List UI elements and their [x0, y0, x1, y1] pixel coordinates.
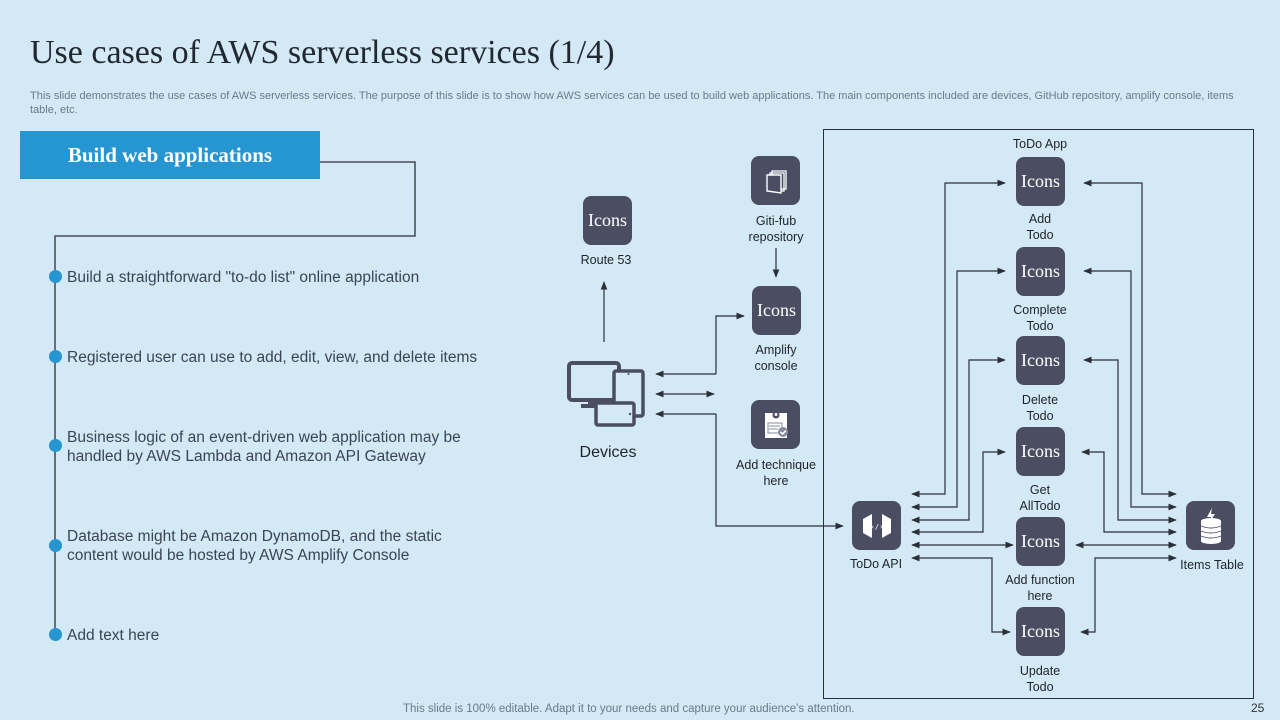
- footer-note: This slide is 100% editable. Adapt it to…: [403, 703, 855, 715]
- todo-api-node: ‹/›: [852, 501, 901, 550]
- complete-todo-label: Complete Todo: [1013, 303, 1067, 333]
- delete-todo-node: Icons: [1016, 336, 1065, 385]
- repository-label: Giti-fub repository: [748, 214, 804, 244]
- arrow-table-complete-todo: [1083, 267, 1177, 511]
- update-todo-label: Update Todo: [1019, 664, 1061, 694]
- items-table-label: Items Table: [1180, 558, 1244, 572]
- arrow-api-delete-todo: [911, 356, 1006, 524]
- technique-label: Add technique here: [736, 458, 816, 488]
- todo-app-frame: [823, 129, 1254, 699]
- arrow-api-complete-todo: [911, 267, 1006, 511]
- amplify-label: Amplify console: [754, 343, 798, 373]
- route53-node: Icons: [583, 196, 632, 245]
- repository-icon: [765, 169, 787, 194]
- bullet-item-2: Registered user can use to add, edit, vi…: [67, 349, 478, 366]
- timeline-line: [54, 161, 416, 636]
- get-all-todo-node: Icons: [1016, 427, 1065, 476]
- arrow-to-todo-api: [715, 414, 844, 530]
- bullet-dot: [49, 439, 62, 452]
- bullet-item-3: Business logic of an event-driven web ap…: [67, 429, 461, 465]
- devices-icon: [567, 361, 645, 427]
- bullet-dot: [49, 350, 62, 363]
- bullet-dot: [49, 539, 62, 552]
- arrow-to-amplify: [715, 312, 745, 374]
- slide-title: Use cases of AWS serverless services (1/…: [30, 34, 615, 71]
- bullet-item-4: Database might be Amazon DynamoDB, and t…: [67, 528, 442, 564]
- clipboard-check-icon: [764, 411, 788, 438]
- repository-node: [751, 156, 800, 205]
- todo-app-title: ToDo App: [1012, 137, 1068, 151]
- items-table-node: [1186, 501, 1235, 550]
- add-function-label: Add function here: [1005, 573, 1075, 603]
- get-all-todo-label: Get AllTodo: [1019, 483, 1061, 513]
- complete-todo-node: Icons: [1016, 247, 1065, 296]
- page-number: 25: [1251, 701, 1265, 715]
- todo-api-label: ToDo API: [849, 557, 903, 571]
- update-todo-node: Icons: [1016, 607, 1065, 656]
- bullet-item-5: Add text here: [67, 627, 160, 644]
- devices-label: Devices: [579, 444, 637, 461]
- route53-label: Route 53: [580, 253, 632, 267]
- arrow-table-getall-todo: [1081, 448, 1177, 536]
- add-todo-label: Add Todo: [1026, 212, 1054, 242]
- arrow-api-add-todo: [911, 179, 1006, 498]
- slide-subtitle: This slide demonstrates the use cases of…: [30, 90, 1234, 116]
- technique-node: [751, 400, 800, 449]
- amplify-node: Icons: [752, 286, 801, 335]
- section-heading: Build web applications: [20, 131, 320, 179]
- svg-text:‹/›: ‹/›: [870, 523, 883, 531]
- add-function-node: Icons: [1016, 517, 1065, 566]
- bullet-item-1: Build a straightforward "to-do list" onl…: [67, 269, 420, 286]
- add-todo-node: Icons: [1016, 157, 1065, 206]
- delete-todo-label: Delete Todo: [1021, 393, 1059, 423]
- arrow-table-delete-todo: [1083, 356, 1177, 524]
- arrow-api-update-todo: [911, 554, 1011, 636]
- arrow-table-add-todo: [1083, 179, 1177, 498]
- arrow-api-getall-todo: [911, 448, 1006, 536]
- api-gateway-icon: ‹/›: [862, 513, 891, 538]
- arrow-table-update-todo: [1080, 554, 1177, 636]
- dynamodb-icon: [1200, 507, 1221, 544]
- bullet-dot: [49, 628, 62, 641]
- bullet-dot: [49, 270, 62, 283]
